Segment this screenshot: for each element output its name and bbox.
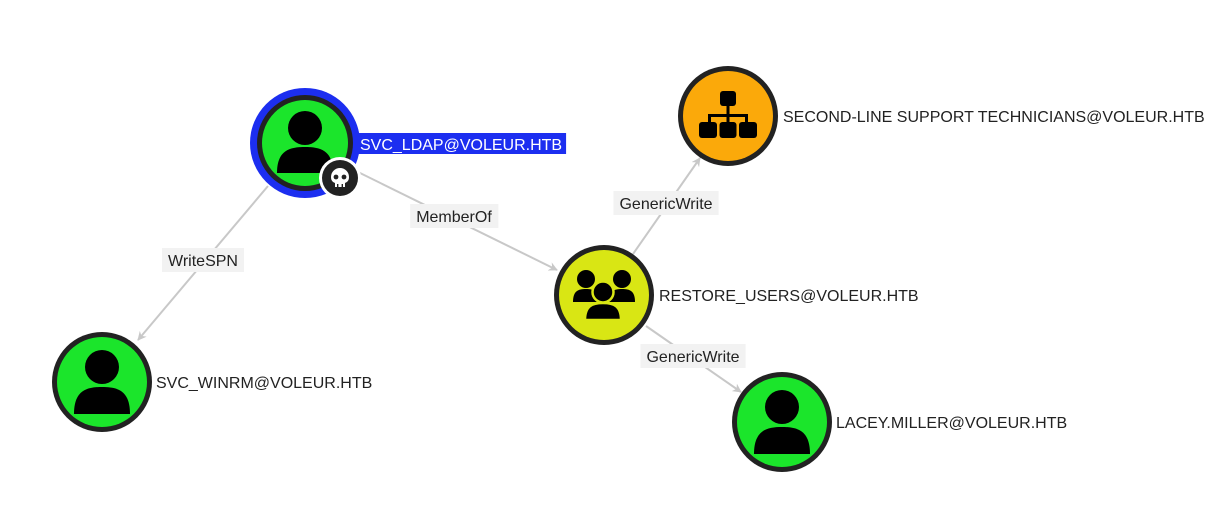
edge-label-background (410, 204, 499, 228)
edge-restore-users-to-second-line[interactable]: GenericWrite (613, 157, 719, 255)
node-second-line-support-technicians[interactable]: SECOND-LINE SUPPORT TECHNICIANS@VOLEUR.H… (678, 66, 1205, 166)
node-label[interactable]: SVC_WINRM@VOLEUR.HTB (156, 375, 372, 392)
node-label[interactable]: SECOND-LINE SUPPORT TECHNICIANS@VOLEUR.H… (783, 109, 1205, 126)
user-icon (74, 350, 130, 414)
node-label[interactable]: RESTORE_USERS@VOLEUR.HTB (659, 288, 919, 305)
node-svc-ldap[interactable]: SVC_LDAP@VOLEUR.HTB (250, 88, 567, 199)
node-svc-winrm[interactable]: SVC_WINRM@VOLEUR.HTB (52, 332, 372, 432)
edge-label-background (162, 248, 244, 272)
edge-svc-ldap-to-restore-users[interactable]: MemberOf (357, 171, 558, 271)
node-restore-users[interactable]: RESTORE_USERS@VOLEUR.HTB (554, 245, 919, 345)
edge-label-background (613, 191, 719, 215)
edge-svc-ldap-to-svc-winrm[interactable]: WriteSPN (137, 185, 269, 341)
edge-label[interactable]: WriteSPN (168, 253, 238, 270)
edges: WriteSPN MemberOf GenericWrite GenericWr… (137, 157, 746, 393)
selected-label-background (357, 133, 567, 154)
edge-label[interactable]: GenericWrite (646, 349, 739, 366)
user-icon (754, 390, 810, 454)
node-label[interactable]: LACEY.MILLER@VOLEUR.HTB (836, 415, 1067, 432)
user-icon (277, 111, 333, 173)
edge-label-background (640, 344, 746, 368)
skull-icon (319, 157, 361, 199)
users-group-icon (573, 270, 635, 322)
node-lacey-miller[interactable]: LACEY.MILLER@VOLEUR.HTB (732, 372, 1067, 472)
edge-restore-users-to-lacey-miller[interactable]: GenericWrite (640, 325, 746, 393)
edge-label[interactable]: MemberOf (416, 209, 492, 226)
edge-label[interactable]: GenericWrite (619, 196, 712, 213)
node-label[interactable]: SVC_LDAP@VOLEUR.HTB (360, 137, 562, 154)
sitemap-icon (699, 91, 757, 138)
